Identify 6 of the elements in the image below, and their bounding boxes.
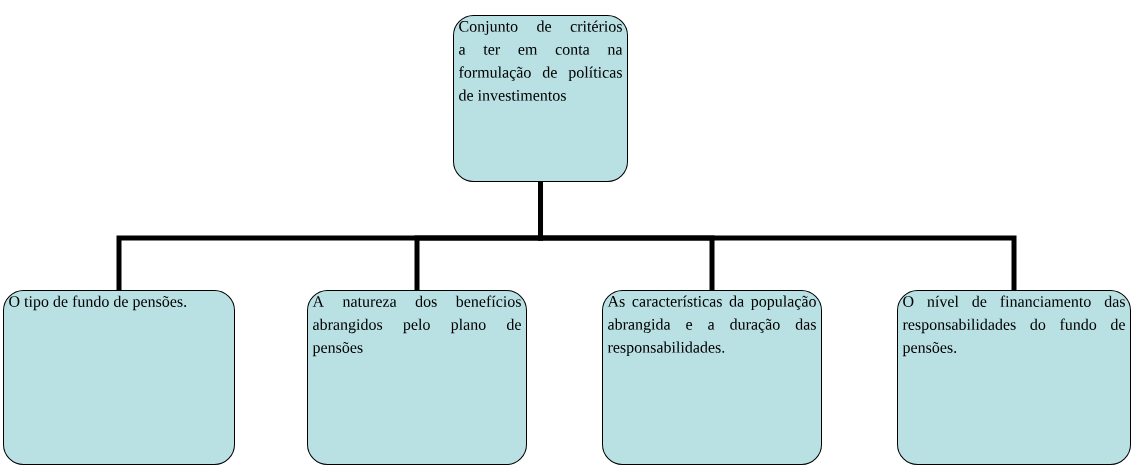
criteria-box: O nível de financiamento das responsabilidades do fundo de pensões. [897,290,1131,465]
criteria-box: A natureza dos benefícios abrangidos pelo plano de pensões [307,290,527,465]
criteria-box: As características da população abrangida e a duração das responsabilidades. [602,290,822,465]
connector-line [538,182,1017,290]
criteria-box: O tipo de fundo de pensões. [3,290,235,465]
criteria-box: Conjunto de critérios a ter em conta na formulação de políticas de investimentos [453,15,628,182]
